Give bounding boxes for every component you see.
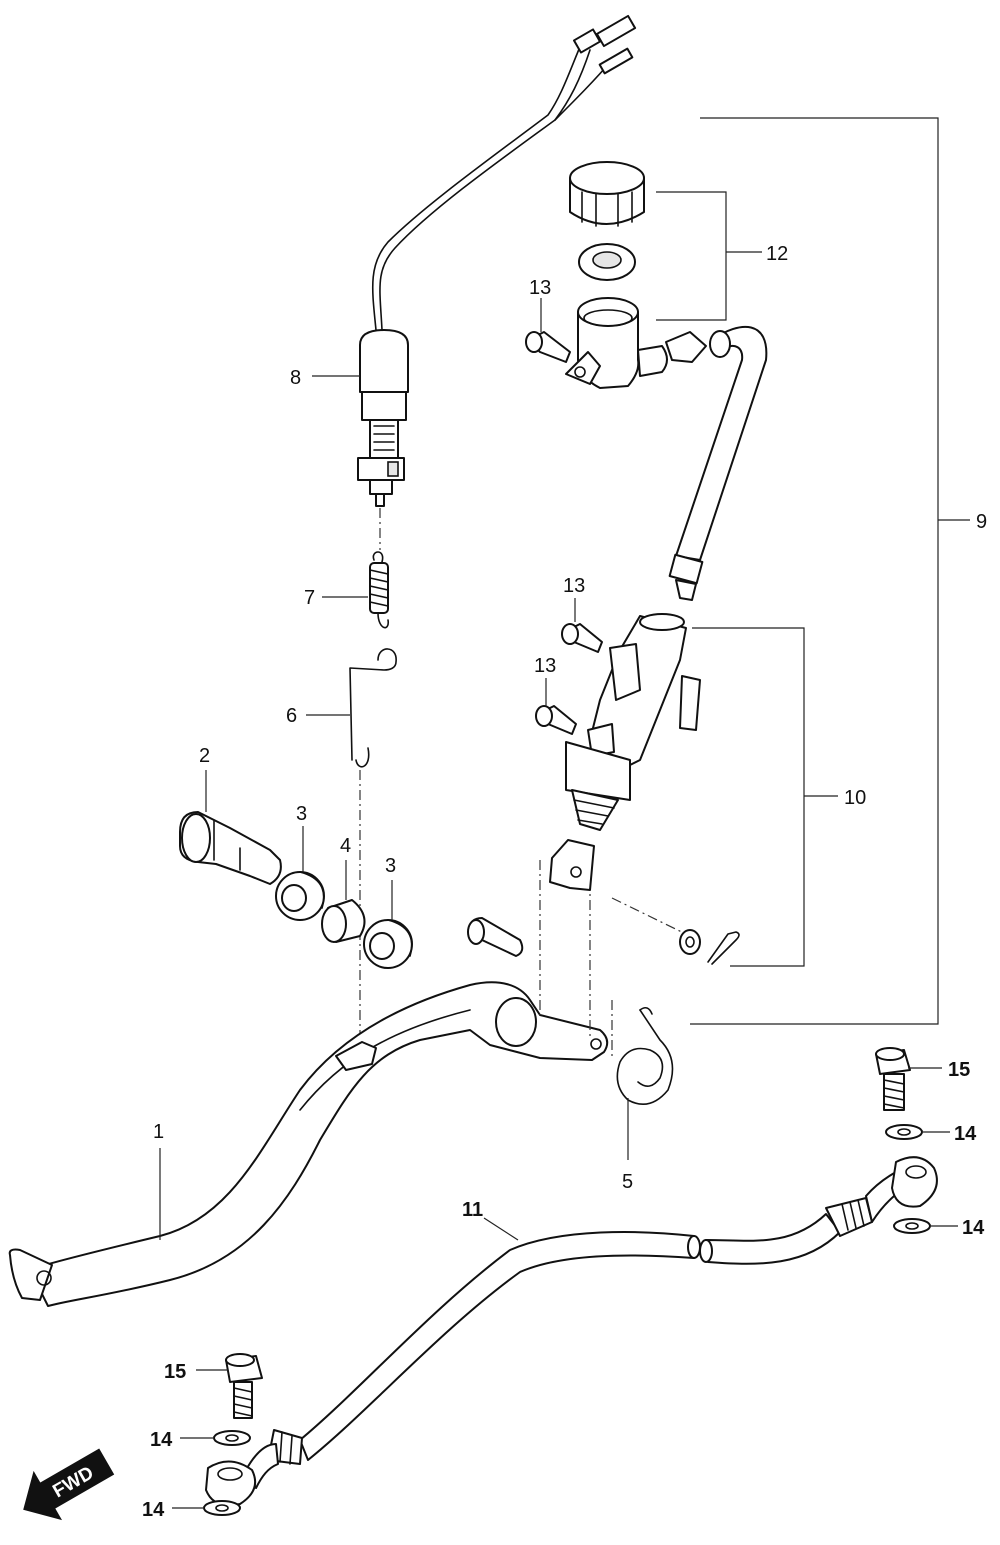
- callout-14-upper-1: 14: [954, 1123, 977, 1145]
- brake-hose: [245, 1165, 921, 1489]
- callout-1: 1: [153, 1121, 164, 1143]
- callout-13-lower: 13: [534, 655, 556, 677]
- banjo-fitting-lower: [205, 1460, 256, 1507]
- clevis-pin: [467, 917, 524, 957]
- callout-6: 6: [286, 705, 297, 727]
- fwd-arrow: FWD: [23, 1448, 115, 1521]
- callout-5: 5: [622, 1171, 633, 1193]
- callout-2: 2: [199, 745, 210, 767]
- cotter-pin: [707, 931, 740, 965]
- callout-15-upper: 15: [948, 1059, 970, 1081]
- washer: [679, 929, 701, 955]
- callout-14-lower-1: 14: [150, 1429, 173, 1451]
- callout-8: 8: [290, 367, 301, 389]
- reservoir-diaphragm: [578, 243, 636, 281]
- master-cylinder-bolt-upper: [561, 623, 603, 653]
- banjo-fitting-upper: [891, 1156, 938, 1208]
- callout-15-lower: 15: [164, 1361, 186, 1383]
- callout-9: 9: [976, 511, 987, 533]
- callout-4: 4: [340, 835, 351, 857]
- switch-rod: [349, 648, 397, 768]
- master-cylinder-bolt-lower: [535, 705, 577, 735]
- washer-upper-1: [885, 1124, 923, 1140]
- callout-14-lower-2: 14: [142, 1499, 165, 1521]
- callout-13-upper: 13: [563, 575, 585, 597]
- collar-right: [363, 919, 413, 969]
- brake-light-switch: [357, 14, 637, 507]
- reservoir-bolt: [525, 331, 571, 363]
- brake-pedal: [8, 981, 609, 1307]
- reservoir-hose: [665, 326, 768, 601]
- callout-3-left: 3: [296, 803, 307, 825]
- collar-left: [275, 871, 325, 921]
- callout-12: 12: [766, 243, 788, 265]
- callout-13-reservoir: 13: [529, 277, 551, 299]
- leader-lines: [159, 117, 970, 1509]
- callout-labels: 1 2 3 4 3 5 6 7 8 9 10 11 12 13 13 13 15…: [142, 243, 987, 1521]
- washer-lower-2: [203, 1500, 241, 1516]
- bushing: [321, 899, 366, 943]
- pedal-return-spring: [616, 1006, 674, 1106]
- reservoir-body: [565, 297, 668, 389]
- callout-3-right: 3: [385, 855, 396, 877]
- callout-14-upper-2: 14: [962, 1217, 985, 1239]
- washer-upper-2: [893, 1218, 931, 1234]
- pivot-bolt: [179, 811, 282, 885]
- washer-lower-1: [213, 1430, 251, 1446]
- callout-7: 7: [304, 587, 315, 609]
- bolt-upper: [875, 1047, 911, 1111]
- master-cylinder: [549, 613, 701, 891]
- return-spring: [369, 551, 389, 629]
- reservoir-cap: [569, 161, 645, 227]
- bolt-lower: [225, 1353, 263, 1419]
- callout-10: 10: [844, 787, 866, 809]
- callout-11: 11: [462, 1199, 483, 1221]
